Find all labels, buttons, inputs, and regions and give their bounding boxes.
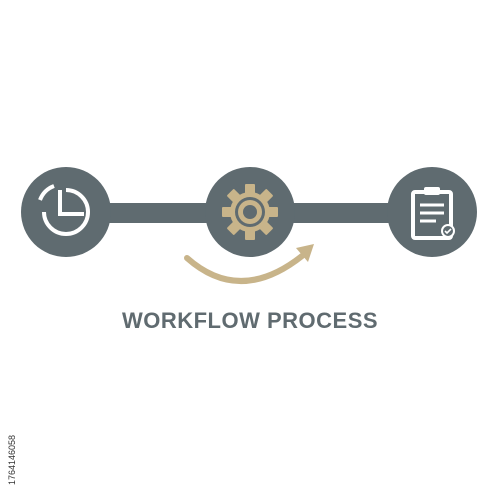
- connector-right: [270, 203, 420, 223]
- diagram-title: WORKFLOW PROCESS: [121, 308, 379, 333]
- clipboard-check-icon: [411, 187, 455, 240]
- pie-chart-icon: [38, 184, 90, 236]
- gear-icon: [222, 184, 278, 240]
- connector-left: [80, 203, 230, 223]
- progress-arrow: [184, 244, 314, 284]
- image-id-label: 1764146058: [7, 434, 17, 485]
